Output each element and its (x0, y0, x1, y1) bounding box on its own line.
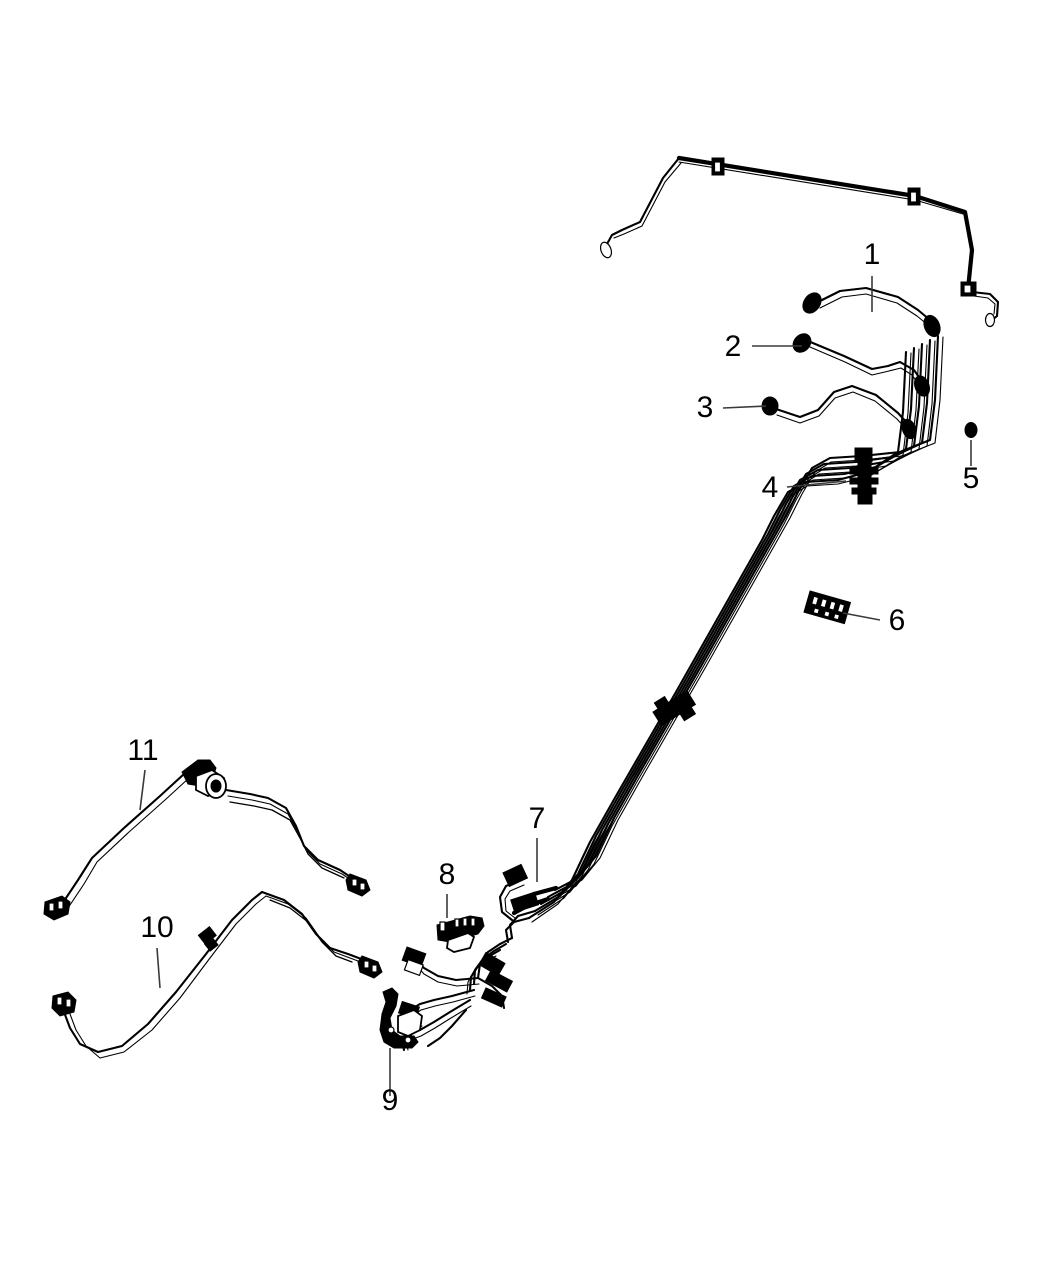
bundle-line-e (527, 350, 912, 923)
callout-label-6: 6 (889, 604, 906, 637)
part-11-long-line (43, 759, 371, 921)
part-10-long-line (51, 890, 383, 1059)
callout-label-11: 11 (127, 734, 158, 767)
part-6-multi-line-retainer-clip (803, 590, 852, 625)
callout-label-7: 7 (529, 802, 546, 835)
part-1-end-fitting-left (802, 292, 822, 314)
leader-11 (139, 769, 146, 811)
part-2-end-fitting-left (792, 333, 812, 353)
bundle-line-d (533, 346, 920, 916)
callout-label-2: 2 (725, 330, 742, 363)
rail-clip-c (960, 281, 977, 297)
callout-label-4: 4 (762, 471, 779, 504)
leader-lines (139, 276, 972, 1096)
part-8-bracket-clip (436, 915, 485, 953)
bundle-mid-clip (652, 690, 697, 727)
part-10-mid-clip (197, 926, 219, 952)
part-9-mounting-bracket (379, 987, 423, 1049)
lower-distribution-block (397, 936, 514, 1052)
callout-labels: 1 2 3 4 5 6 7 8 9 10 11 (127, 238, 979, 1117)
part-1-end-fitting-right (923, 314, 941, 338)
part-4-tube-bundle-clip (849, 447, 879, 505)
callout-label-10: 10 (140, 911, 173, 944)
leader-3 (722, 405, 767, 409)
callout-label-5: 5 (963, 462, 980, 495)
tube-end-fitting-left (599, 241, 613, 259)
right-hook-tube (970, 290, 1000, 328)
callout-label-1: 1 (864, 238, 881, 271)
leader-4 (786, 480, 847, 488)
part-10-end-fitting-right (357, 955, 383, 979)
rail-clip-b (907, 187, 921, 206)
part-1-upper-brake-tube (802, 286, 941, 338)
part-5-plug-grommet (964, 422, 978, 438)
part-3-lower-brake-tube (761, 384, 917, 440)
callout-label-8: 8 (439, 858, 456, 891)
leader-6 (842, 612, 881, 621)
part-7-bundle-junction (498, 863, 559, 944)
part-11-end-fitting-right (345, 873, 371, 897)
rail-clip-a (711, 157, 725, 176)
leader-10 (156, 947, 161, 989)
part-10-end-fitting-left (51, 991, 77, 1017)
part-11-end-fitting (43, 895, 71, 921)
callout-label-9: 9 (382, 1084, 399, 1117)
part-11-center-connector (181, 759, 227, 799)
callout-label-3: 3 (697, 391, 714, 424)
top-rail-tube (599, 155, 977, 297)
